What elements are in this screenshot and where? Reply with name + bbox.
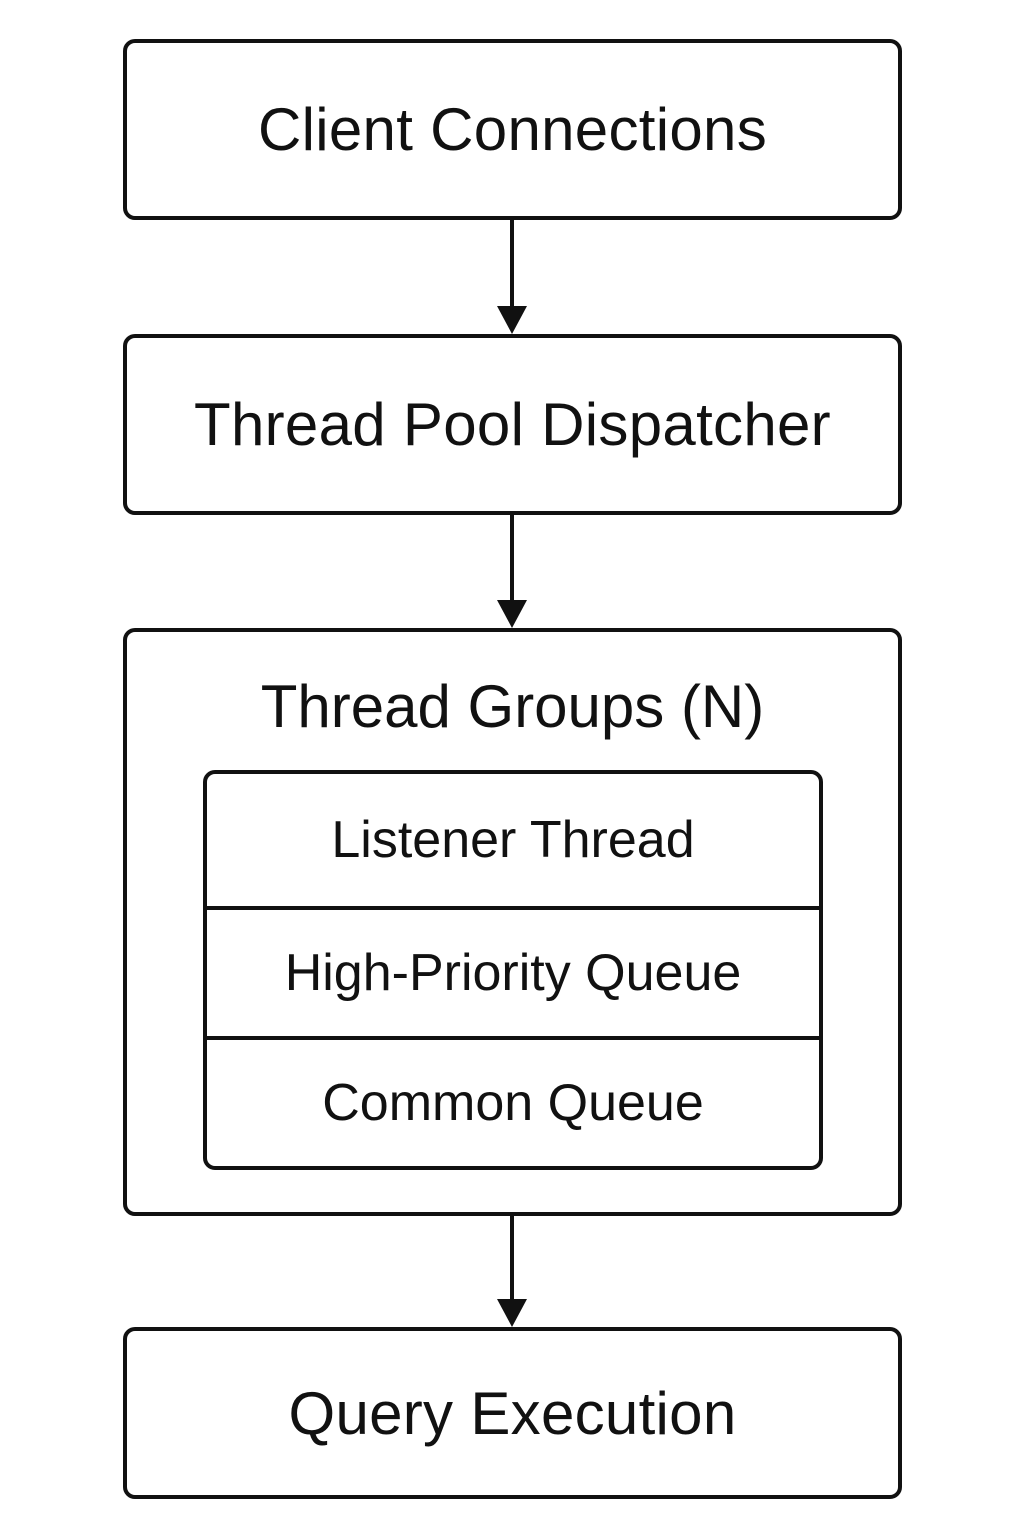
arrow-client-to-dispatcher — [497, 220, 527, 334]
group-title: Thread Groups (N) — [260, 673, 765, 740]
node-thread-groups: Thread Groups (N) Listener Thread High-P… — [123, 628, 902, 1216]
node-label: Client Connections — [257, 96, 767, 163]
row-listener-thread: Listener Thread — [207, 774, 819, 910]
row-common-queue: Common Queue — [322, 1074, 704, 1132]
thread-group-components: Listener Thread High-Priority Queue Comm… — [203, 770, 823, 1170]
row-high-priority-queue: High-Priority Queue — [207, 910, 819, 1040]
node-label: Query Execution — [288, 1379, 737, 1447]
node-client-connections: Client Connections — [123, 39, 902, 220]
node-query-execution: Query Execution — [123, 1327, 902, 1499]
arrow-groups-to-execution — [497, 1216, 527, 1327]
node-label: Thread Pool Dispatcher — [194, 391, 831, 458]
node-thread-pool-dispatcher: Thread Pool Dispatcher — [123, 334, 902, 515]
arrow-dispatcher-to-groups — [497, 515, 527, 628]
